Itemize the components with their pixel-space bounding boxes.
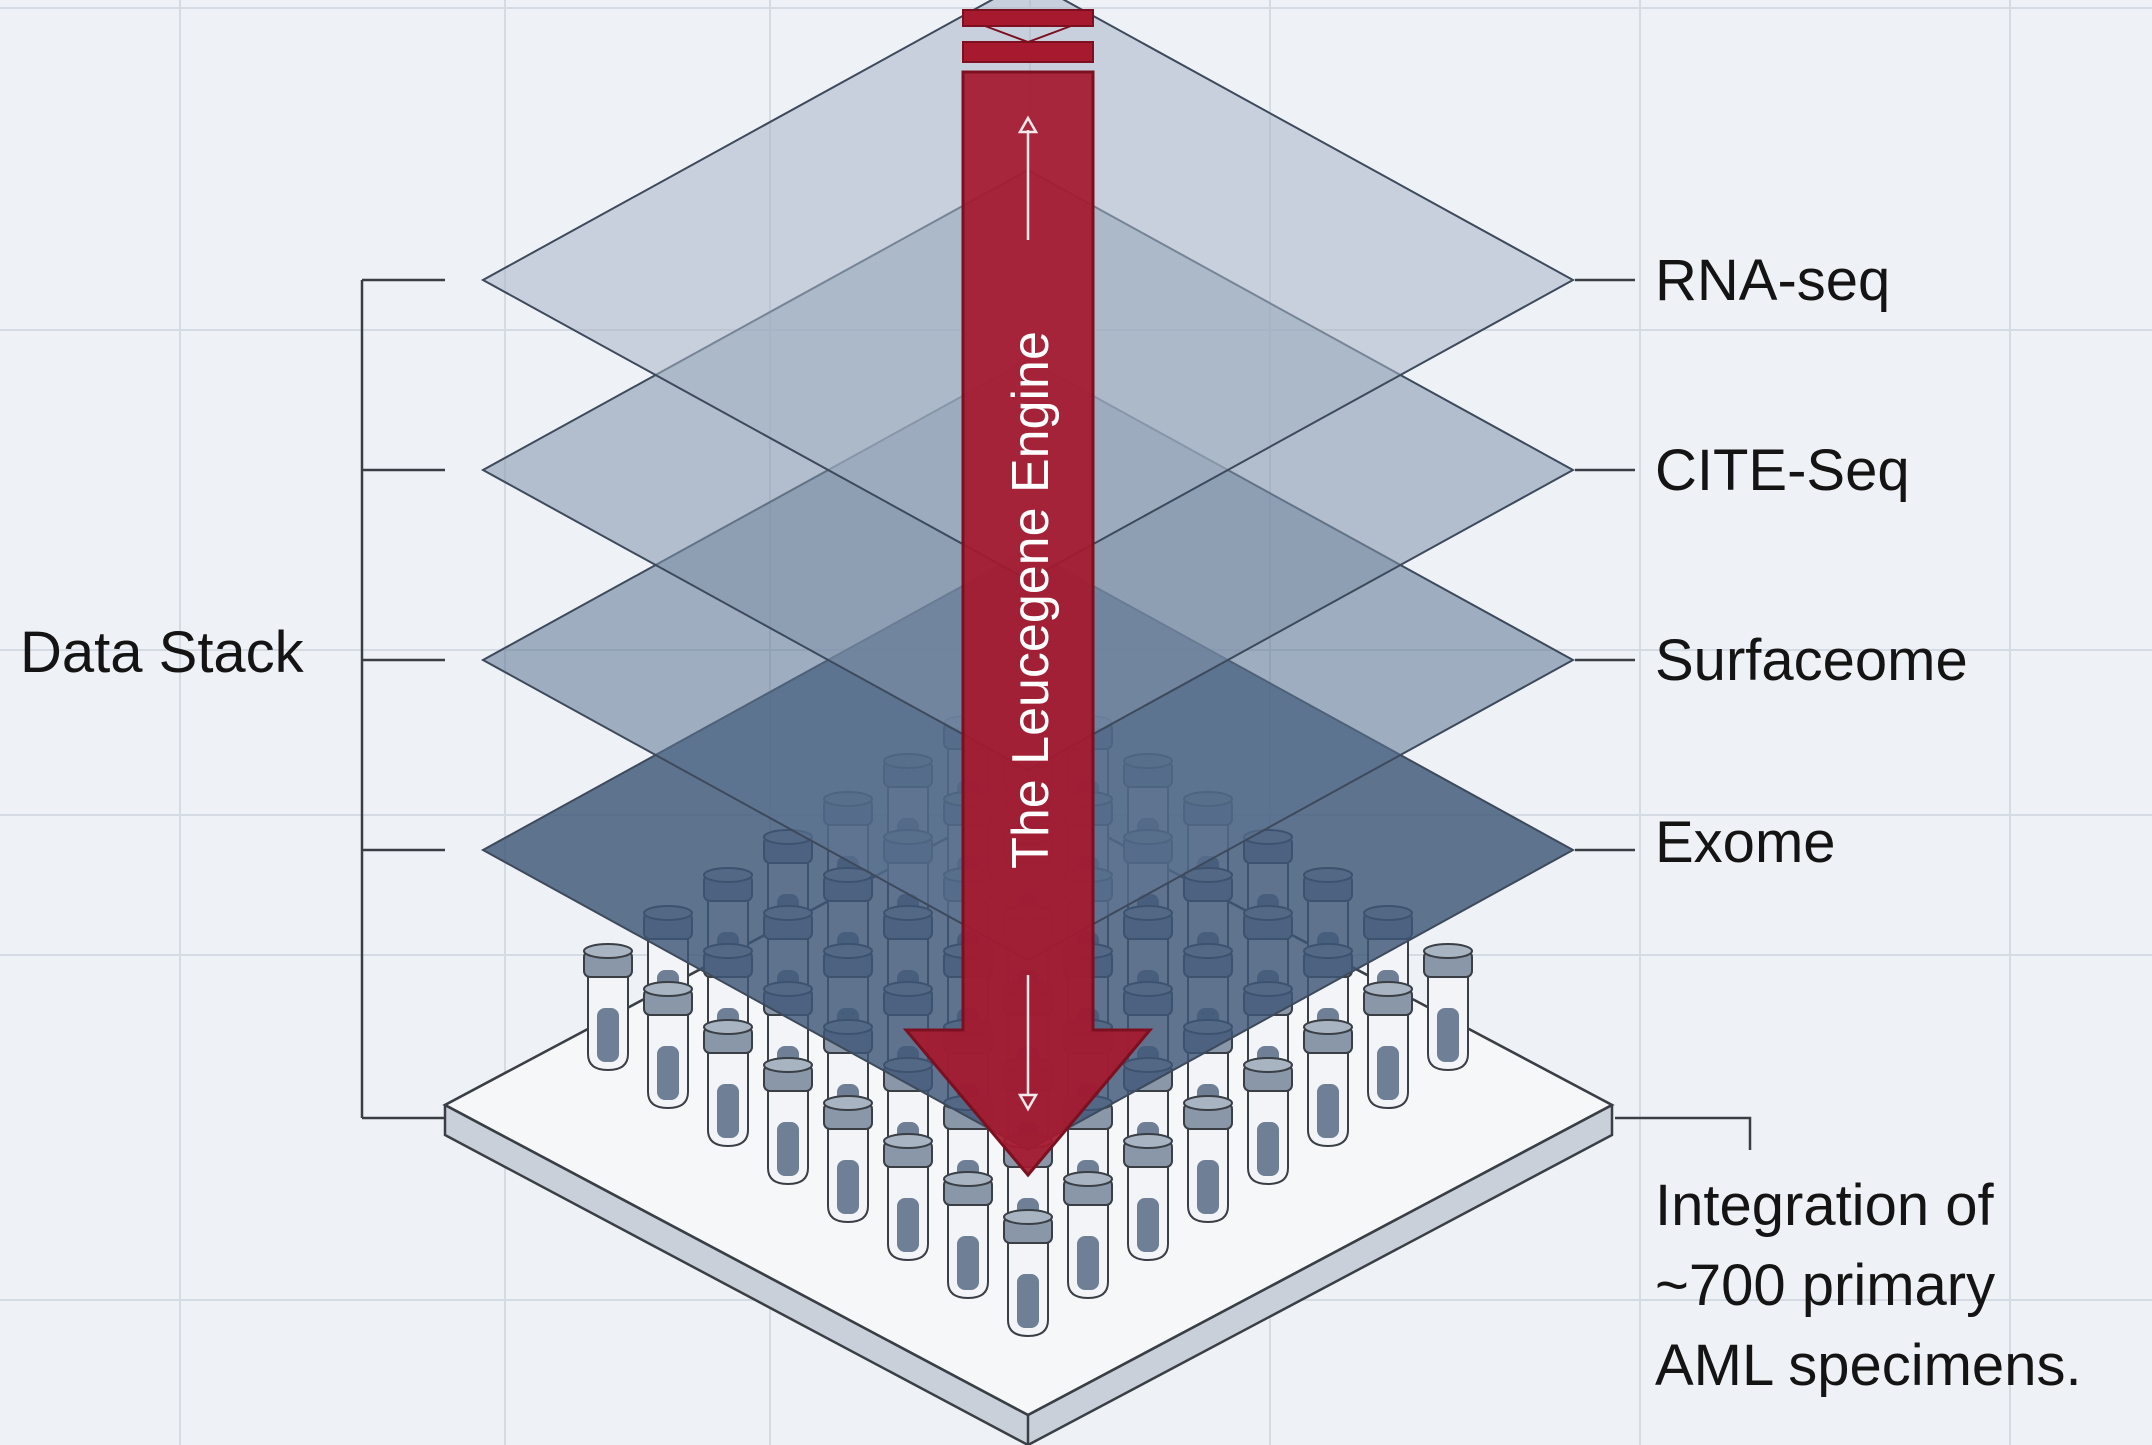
test-tube-icon <box>943 1171 993 1300</box>
layer-label-cite-seq: CITE-Seq <box>1655 438 1910 503</box>
base-caption: Integration of ~700 primary AML specimen… <box>1655 1173 2082 1398</box>
test-tube-icon <box>1423 943 1473 1072</box>
engine-arrow: The Leucegene Engine <box>902 9 1154 1178</box>
data-stack-label: Data Stack <box>20 620 305 685</box>
test-tube-icon <box>703 1019 753 1148</box>
test-tube-icon <box>1303 1019 1353 1148</box>
base-caption-line-1: Integration of <box>1655 1173 1994 1238</box>
test-tube-icon <box>763 1057 813 1186</box>
test-tube-icon <box>583 943 633 1072</box>
test-tube-icon <box>643 981 693 1110</box>
test-tube-icon <box>883 1133 933 1262</box>
test-tube-icon <box>1363 981 1413 1110</box>
layer-label-connectors <box>1575 278 1752 1150</box>
base-caption-line-2: ~700 primary <box>1655 1253 1995 1318</box>
layer-label-rna-seq: RNA-seq <box>1655 248 1890 313</box>
layer-label-surfaceome: Surfaceome <box>1655 628 1968 693</box>
data-stack-bracket <box>360 278 445 1120</box>
layer-label-exome: Exome <box>1655 810 1836 875</box>
test-tube-icon <box>1243 1057 1293 1186</box>
test-tube-icon <box>823 1095 873 1224</box>
engine-label: The Leucegene Engine <box>1002 331 1060 869</box>
base-caption-line-3: AML specimens. <box>1655 1333 2082 1398</box>
test-tube-icon <box>1183 1095 1233 1224</box>
test-tube-icon <box>1003 1209 1053 1338</box>
down-arrow-icon <box>902 70 1154 1178</box>
test-tube-icon <box>1063 1171 1113 1300</box>
test-tube-icon <box>1123 1133 1173 1262</box>
